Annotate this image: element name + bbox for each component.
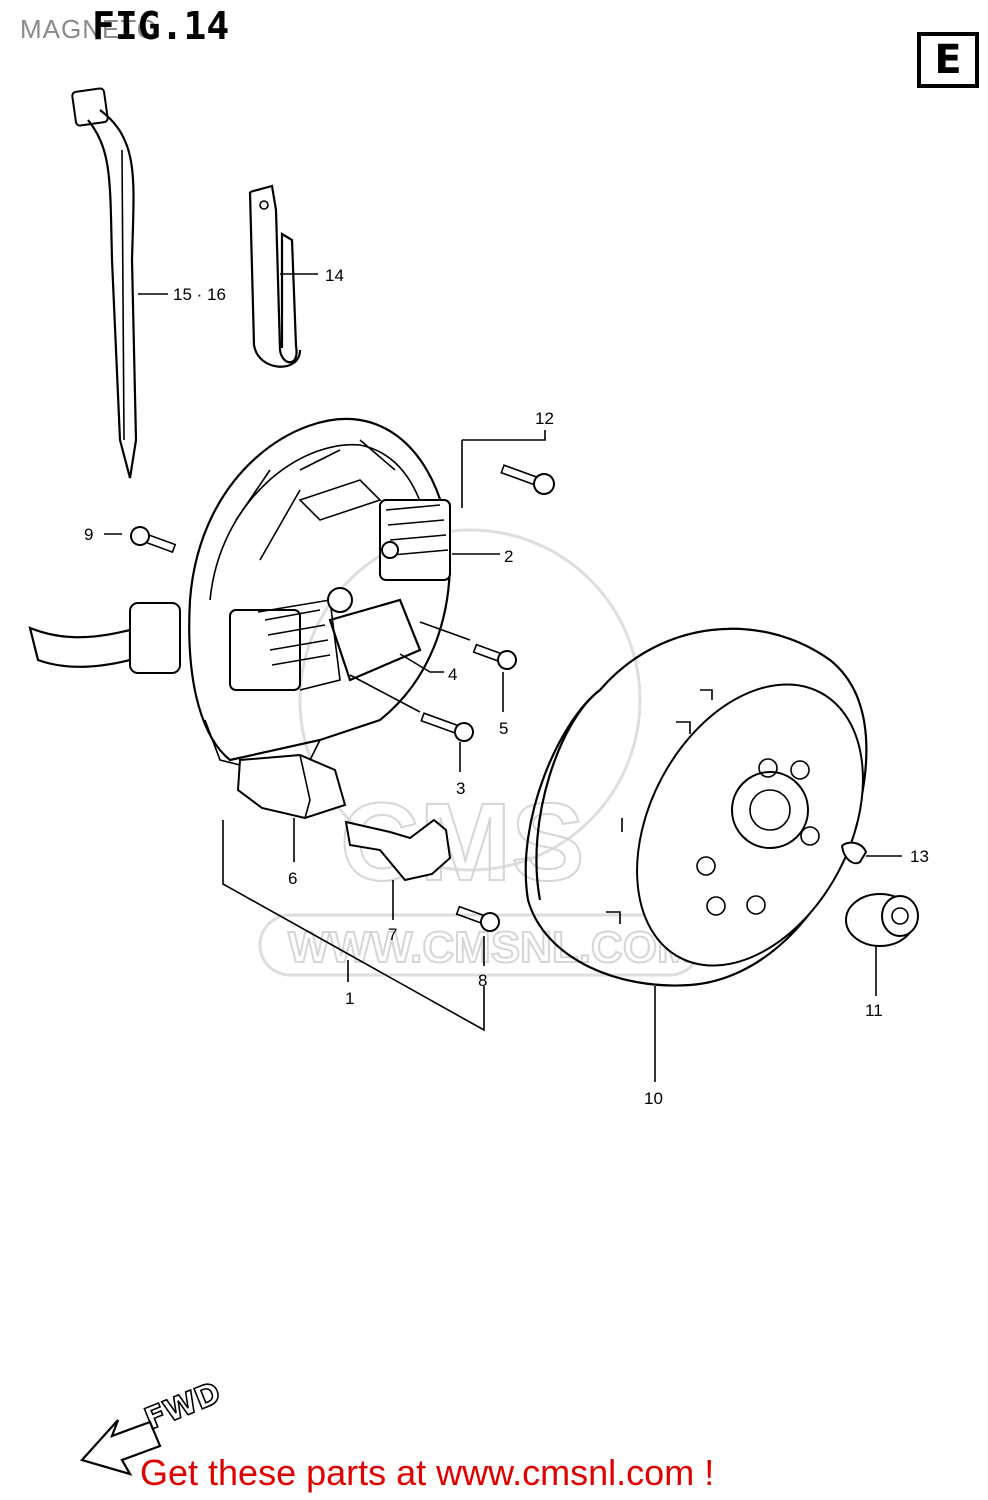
callout-8: 8 <box>478 971 487 990</box>
parts-link-banner[interactable]: Get these parts at www.cmsnl.com ! <box>140 1452 715 1493</box>
callout-11: 11 <box>865 1001 883 1020</box>
watermark-circle <box>298 528 642 872</box>
clamp-strip <box>248 184 302 368</box>
callout-2: 2 <box>504 547 513 566</box>
callout-4: 4 <box>448 665 457 684</box>
callout-14: 14 <box>325 266 344 285</box>
callout-3: 3 <box>456 779 465 798</box>
page-title: MAGNETO <box>20 14 158 44</box>
callout-12: 12 <box>535 409 554 428</box>
stator-assembly <box>28 417 452 820</box>
callout-7: 7 <box>388 925 397 944</box>
callout-15-16: 15 · 16 <box>173 285 226 304</box>
forward-label: FWD <box>140 1376 226 1438</box>
leader-lines <box>104 273 902 1082</box>
flange-nut <box>845 893 919 947</box>
callout-10: 10 <box>644 1089 663 1108</box>
callout-1: 1 <box>345 989 354 1008</box>
callouts: 1 2 3 4 5 6 7 8 9 10 11 12 13 14 15 · 16 <box>84 266 929 1108</box>
forward-arrow-icon <box>80 1419 162 1476</box>
callout-9: 9 <box>84 525 93 544</box>
cable-tie <box>71 87 138 479</box>
callout-13: 13 <box>910 847 929 866</box>
woodruff-key <box>840 841 868 865</box>
section-mark: E <box>917 32 979 88</box>
watermark: CMS WWW.CMSNL.COM <box>258 528 702 977</box>
figure-number: FIG.14 <box>92 4 230 48</box>
bracket-part <box>344 818 452 882</box>
flywheel-rotor <box>524 627 868 987</box>
callout-5: 5 <box>499 719 508 738</box>
screws <box>130 464 555 932</box>
callout-6: 6 <box>288 869 297 888</box>
